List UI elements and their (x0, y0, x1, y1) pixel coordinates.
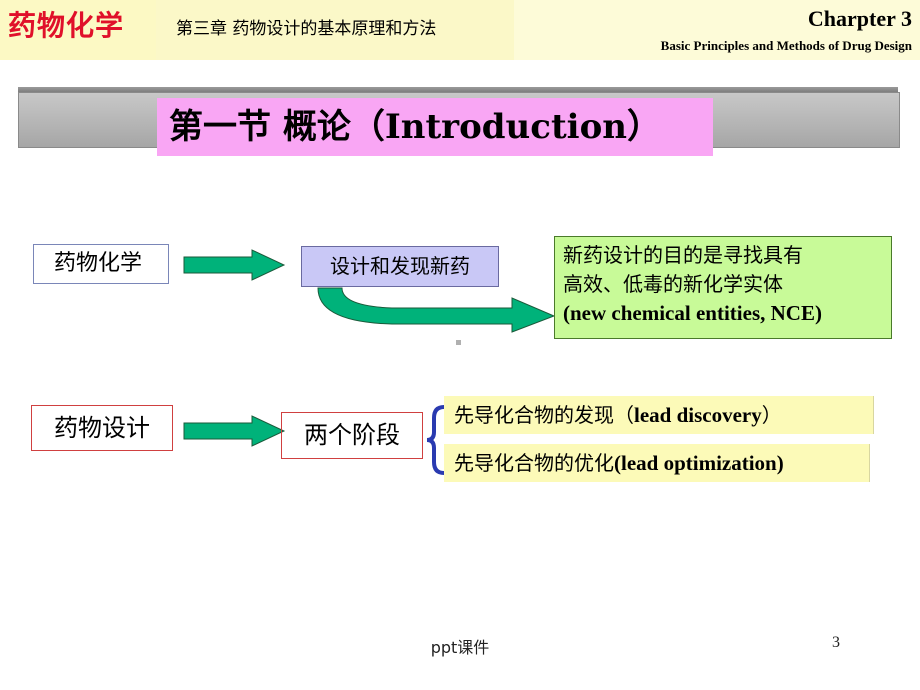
footer-label: ppt课件 (430, 638, 490, 657)
section-bar-top-edge (18, 87, 898, 95)
lead-optimization-box: 先导化合物的优化(lead optimization) (444, 444, 870, 482)
stray-dot (456, 340, 461, 345)
lead-discovery-cn: 先导化合物的发现（ (454, 403, 634, 427)
lead-optimization-en: (lead optimization) (614, 451, 784, 475)
header-left-panel (0, 0, 156, 60)
page-number: 3 (832, 634, 840, 651)
arrow-right-icon-2 (183, 415, 286, 447)
lead-optimization-cn: 先导化合物的优化 (454, 451, 614, 475)
chapter-title-cn: 第三章 药物设计的基本原理和方法 (176, 19, 437, 39)
course-title: 药物化学 (8, 9, 125, 42)
goal-line-2: 高效、低毒的新化学实体 (563, 272, 783, 296)
curved-arrow-icon (317, 287, 556, 333)
medicinal-chemistry-box: 药物化学 (33, 244, 169, 284)
header-middle-panel (156, 0, 514, 60)
design-discover-box: 设计和发现新药 (301, 246, 499, 287)
chapter-subtitle: Basic Principles and Methods of Drug Des… (660, 38, 912, 53)
lead-discovery-en: lead discovery (634, 403, 762, 427)
goal-line-3: (new chemical entities, NCE) (563, 301, 822, 325)
header-right-panel (514, 0, 920, 60)
section-title: 第一节 概论（Introduction） (157, 98, 713, 156)
lead-discovery-end: ） (761, 403, 782, 427)
drug-design-box: 药物设计 (31, 405, 173, 451)
curly-brace-icon (426, 405, 445, 475)
arrow-right-icon (183, 249, 286, 281)
lead-discovery-box: 先导化合物的发现（lead discovery） (444, 396, 874, 434)
two-stages-box: 两个阶段 (281, 412, 423, 459)
goal-line-1: 新药设计的目的是寻找具有 (563, 243, 803, 267)
nce-goal-box: 新药设计的目的是寻找具有 高效、低毒的新化学实体 (new chemical e… (554, 236, 892, 339)
chapter-title-en: Charpter 3 (807, 6, 912, 31)
